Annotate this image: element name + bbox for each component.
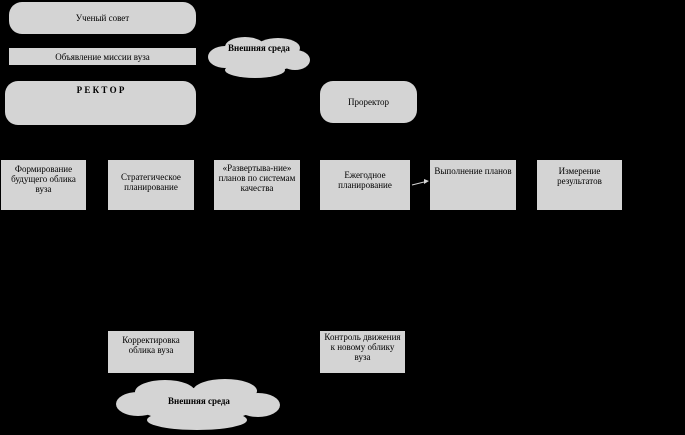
cloud-top bbox=[208, 37, 310, 78]
image-correction-label: Корректировка облика вуза bbox=[122, 335, 180, 355]
plan-execution-box: Выполнение планов bbox=[430, 160, 516, 210]
results-measurement-label: Измерение результатов bbox=[557, 166, 602, 186]
image-correction-box: Корректировка облика вуза bbox=[108, 331, 194, 373]
prorector-box: Проректор bbox=[320, 81, 417, 123]
mission-statement-label: Объявление миссии вуза bbox=[55, 51, 150, 62]
plan-execution-label: Выполнение планов bbox=[434, 166, 512, 176]
rector-label: Р Е К Т О Р bbox=[76, 85, 125, 95]
scientific-council-label: Ученый совет bbox=[75, 13, 130, 23]
external-environment-bottom-label: Внешняя среда bbox=[168, 396, 230, 406]
cloud-bottom bbox=[116, 379, 280, 430]
rector-box: Р Е К Т О Р bbox=[5, 81, 196, 125]
progress-control-box: Контроль движения к новому облику вуза bbox=[320, 331, 405, 373]
future-image-box: Формирование будущего облика вуза bbox=[1, 160, 86, 210]
scientific-council-box: Ученый совет bbox=[9, 2, 196, 34]
annual-planning-label: Ежегодное планирование bbox=[338, 170, 392, 190]
progress-control-label: Контроль движения к новому облику вуза bbox=[324, 332, 401, 362]
deployment-label: «Развертыва-ние» планов по системам каче… bbox=[218, 163, 296, 193]
annual-planning-box: Ежегодное планирование bbox=[320, 160, 410, 210]
strategic-planning-box: Стратегическое планирование bbox=[108, 160, 194, 210]
external-environment-top-label: Внешняя среда bbox=[228, 43, 290, 53]
deployment-box: «Развертыва-ние» планов по системам каче… bbox=[214, 160, 300, 210]
results-measurement-box: Измерение результатов bbox=[537, 160, 622, 210]
mission-statement-box: Объявление миссии вуза bbox=[9, 48, 196, 65]
prorector-label: Проректор bbox=[347, 97, 390, 107]
strategic-planning-label: Стратегическое планирование bbox=[121, 172, 181, 192]
future-image-label: Формирование будущего облика вуза bbox=[11, 164, 76, 194]
